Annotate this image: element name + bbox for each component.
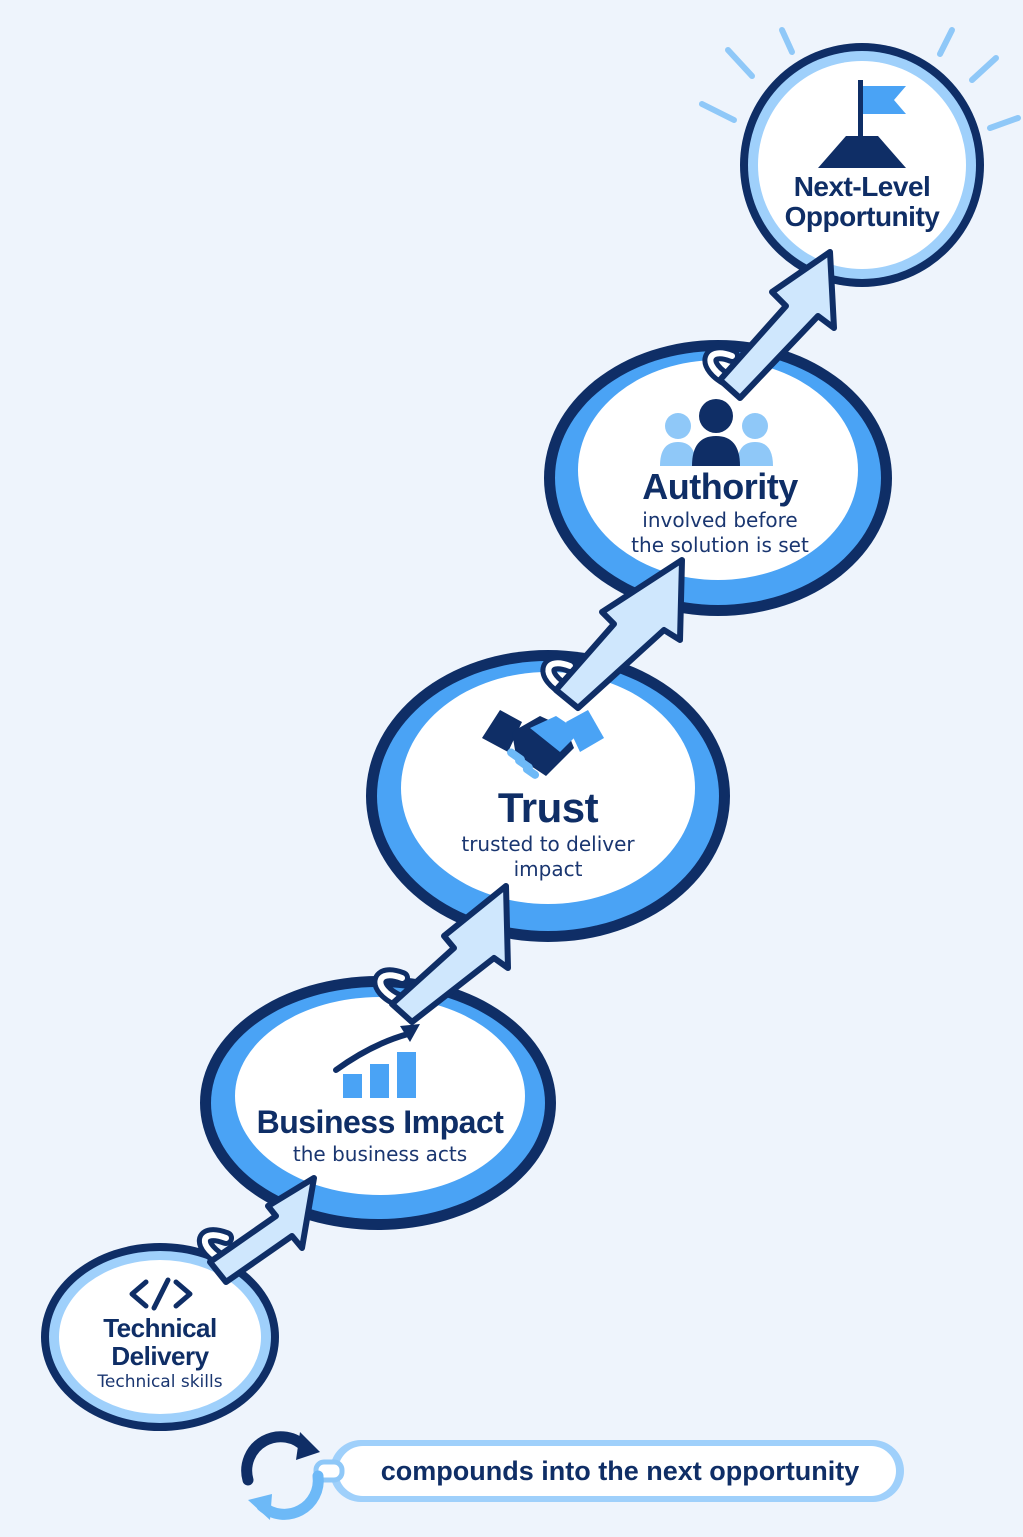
stage-label-trust: Trust trusted to deliver impact: [418, 784, 678, 882]
connector-arrow-2: [372, 883, 511, 1025]
stage-subtitle-line: trusted to deliver: [461, 832, 635, 856]
connector-arrow-1: [196, 1175, 317, 1285]
stage-title-line: Technical: [103, 1313, 217, 1343]
stage-authority: [544, 340, 892, 616]
stage-title: Authority: [642, 466, 798, 507]
stage-title: Business Impact: [256, 1104, 504, 1140]
connector-arrow-3: [540, 557, 685, 711]
stage-trust: [366, 650, 730, 942]
people-group-icon: [660, 399, 773, 466]
stage-subtitle-line: the solution is set: [631, 533, 809, 557]
burst-rays: [699, 27, 1021, 131]
summit-flag-icon: [818, 80, 906, 168]
code-icon: [129, 1277, 193, 1311]
cycle-icon: [241, 1431, 324, 1520]
footer-banner: [313, 1440, 904, 1502]
handshake-icon: [482, 710, 604, 779]
stage-technical-delivery: [41, 1243, 279, 1431]
stage-label-business-impact: Business Impact the business acts: [240, 1102, 520, 1167]
stage-title-line: Delivery: [111, 1341, 209, 1371]
stage-subtitle-line: involved before: [642, 508, 798, 532]
stage-title-line: Next-Level: [793, 171, 931, 202]
stage-subtitle-line: impact: [513, 857, 583, 881]
stage-label-authority: Authority involved before the solution i…: [600, 466, 840, 558]
stage-title: Trust: [497, 784, 599, 831]
stage-label-next-level-opportunity: Next-Level Opportunity: [742, 172, 982, 232]
growth-chart-icon: [333, 1024, 420, 1098]
stage-title-line: Opportunity: [784, 201, 940, 232]
footer-caption: compounds into the next opportunity: [380, 1456, 860, 1486]
stage-subtitle-line: the business acts: [292, 1142, 468, 1166]
connector-arrow-4: [702, 249, 837, 401]
stage-subtitle-line: Technical skills: [97, 1372, 223, 1392]
stage-label-technical-delivery: Technical Delivery Technical skills: [70, 1314, 250, 1394]
